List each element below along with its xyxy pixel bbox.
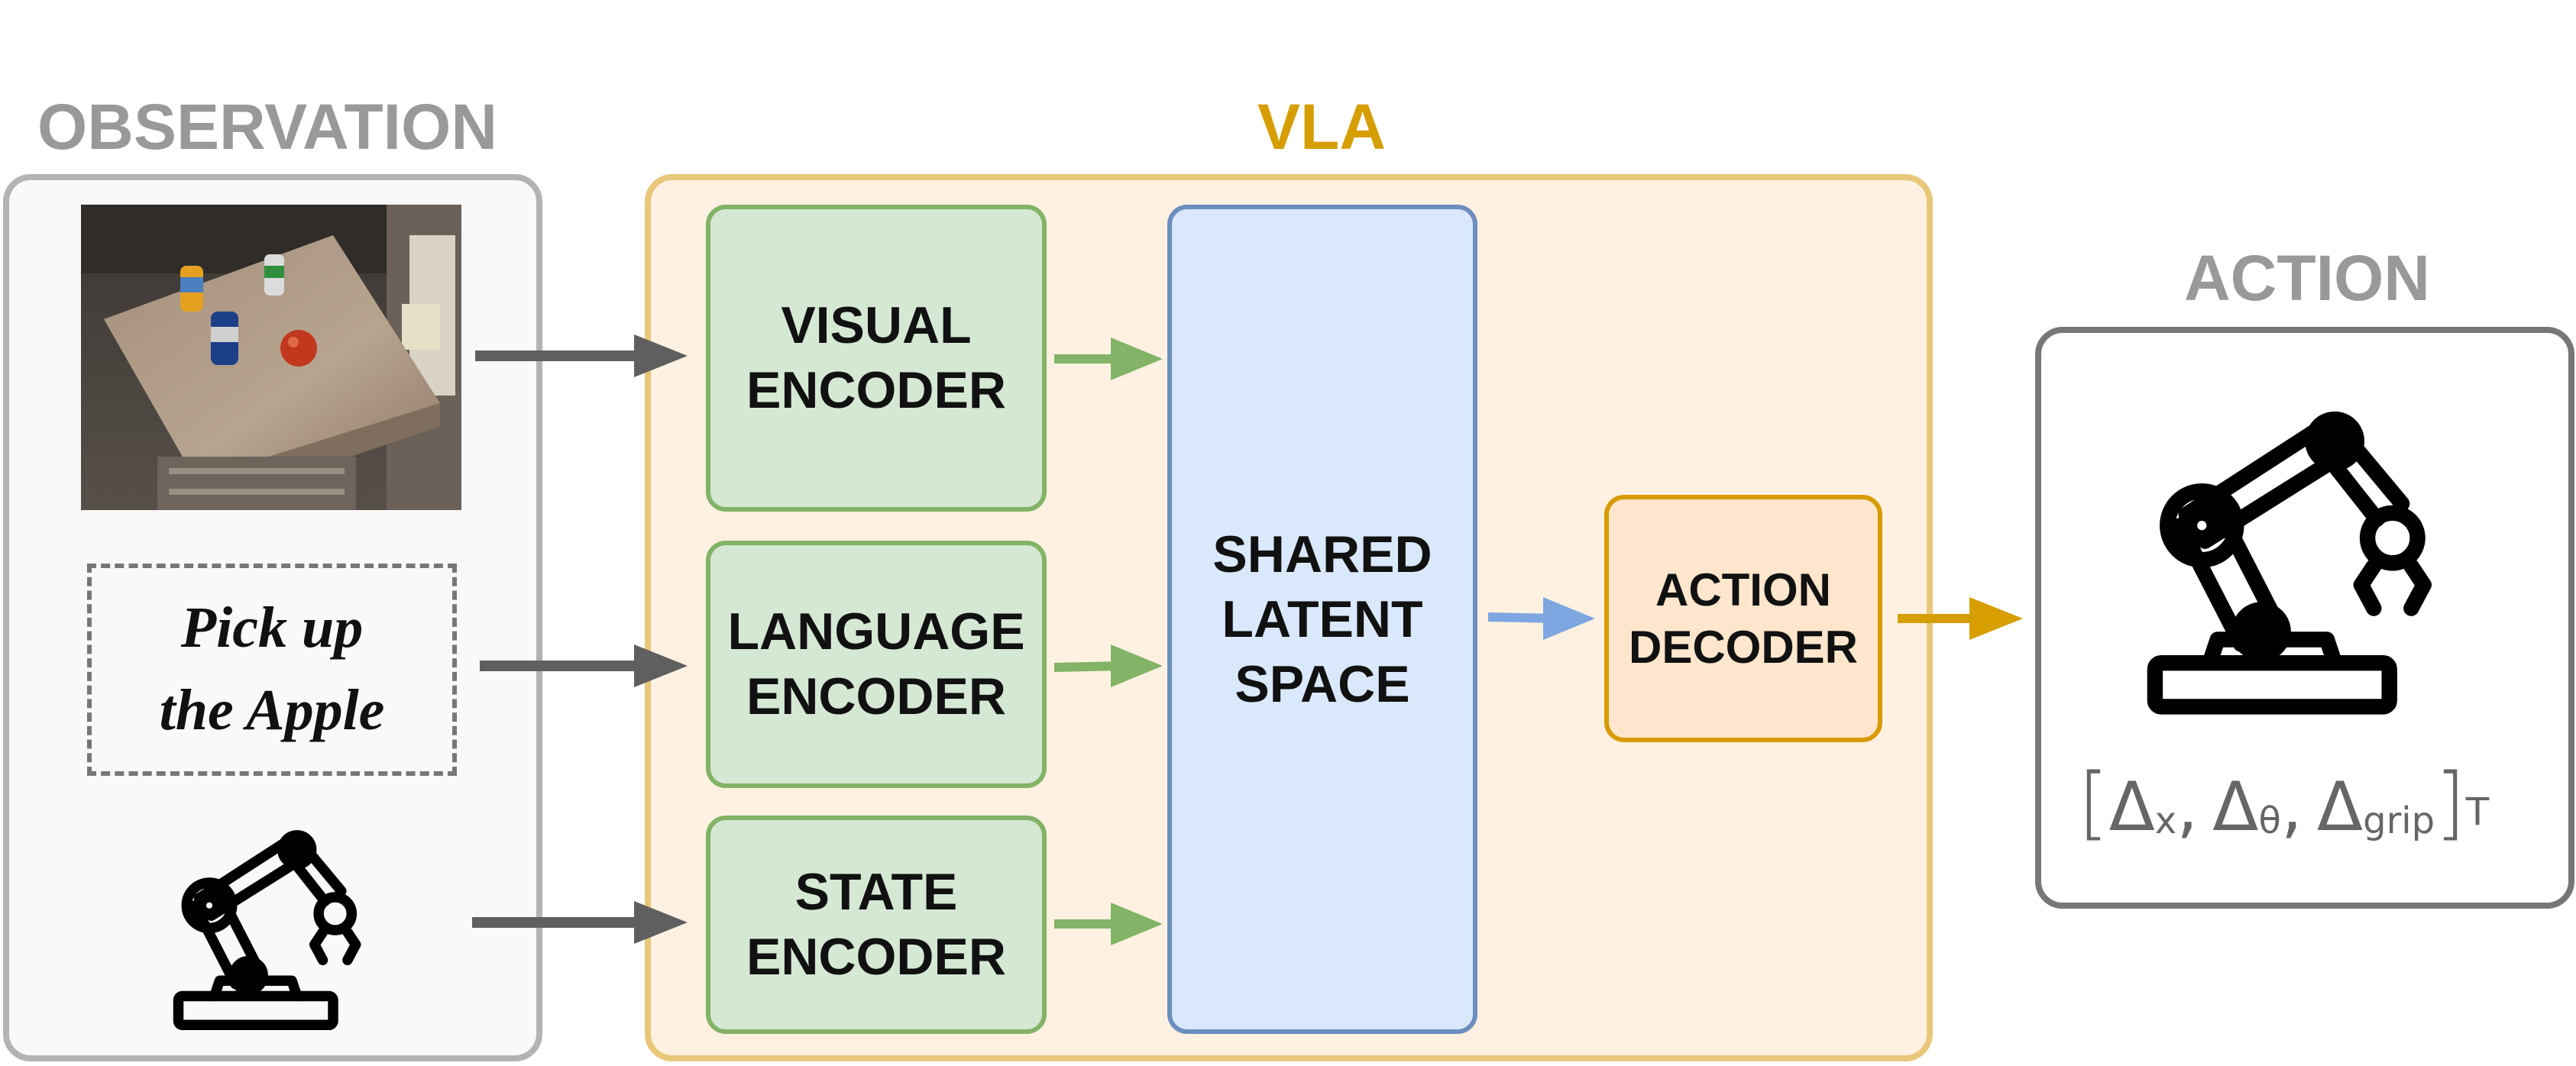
- arrow-image-to-visual: [475, 334, 688, 377]
- instruction-line-2: the Apple: [159, 678, 385, 742]
- action-decoder-block: ACTION DECODER: [1604, 495, 1882, 742]
- instruction-box: Pick up the Apple: [87, 564, 457, 776]
- state-encoder-block: STATE ENCODER: [706, 816, 1047, 1034]
- action-panel: [2035, 327, 2574, 909]
- observation-title: OBSERVATION: [37, 91, 498, 163]
- scene-photo: [81, 205, 461, 510]
- robot-arm-state-icon: [179, 835, 356, 1025]
- visual-encoder-block: VISUAL ENCODER: [706, 205, 1047, 512]
- arrow-language-to-latent: [1053, 644, 1163, 687]
- robot-arm-action-icon: [2155, 419, 2424, 706]
- shared-latent-space-block: SHARED LATENT SPACE: [1167, 205, 1477, 1034]
- language-encoder-block: LANGUAGE ENCODER: [706, 541, 1047, 788]
- vla-title: VLA: [1257, 91, 1386, 163]
- arrow-state-to-state-encoder: [472, 901, 688, 944]
- instruction-line-1: Pick up: [180, 596, 364, 661]
- action-formula: [Δx, Δθ, Δgrip]T: [2078, 756, 2490, 849]
- arrow-text-to-language: [480, 644, 688, 687]
- arrow-latent-to-decoder: [1487, 597, 1595, 640]
- arrow-visual-to-latent: [1054, 338, 1163, 380]
- arrow-state-to-latent: [1054, 903, 1163, 945]
- arrow-decoder-to-action: [1898, 597, 2023, 640]
- action-title: ACTION: [2184, 242, 2430, 314]
